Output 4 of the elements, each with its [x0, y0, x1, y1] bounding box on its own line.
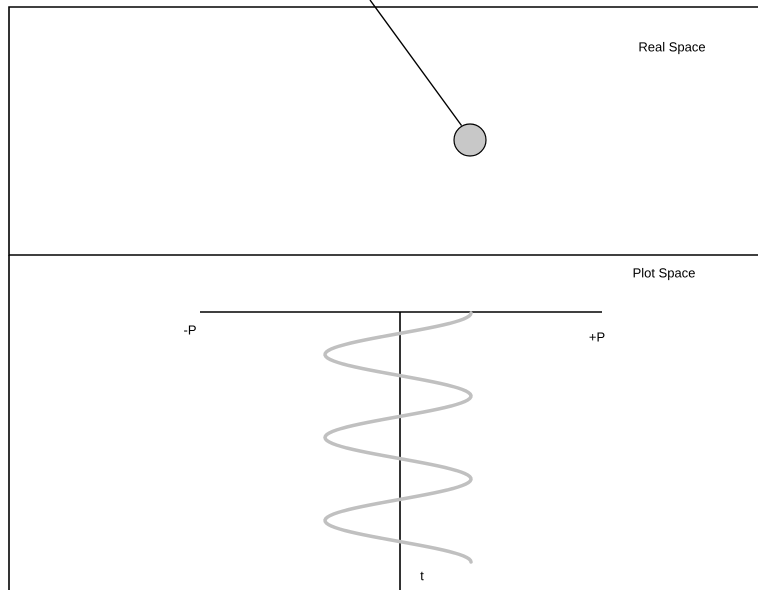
axis-label: t — [420, 572, 424, 580]
axis-label: -P — [184, 326, 196, 334]
panel: Real Space — [8, 6, 758, 256]
axis-label: +P — [590, 332, 604, 342]
